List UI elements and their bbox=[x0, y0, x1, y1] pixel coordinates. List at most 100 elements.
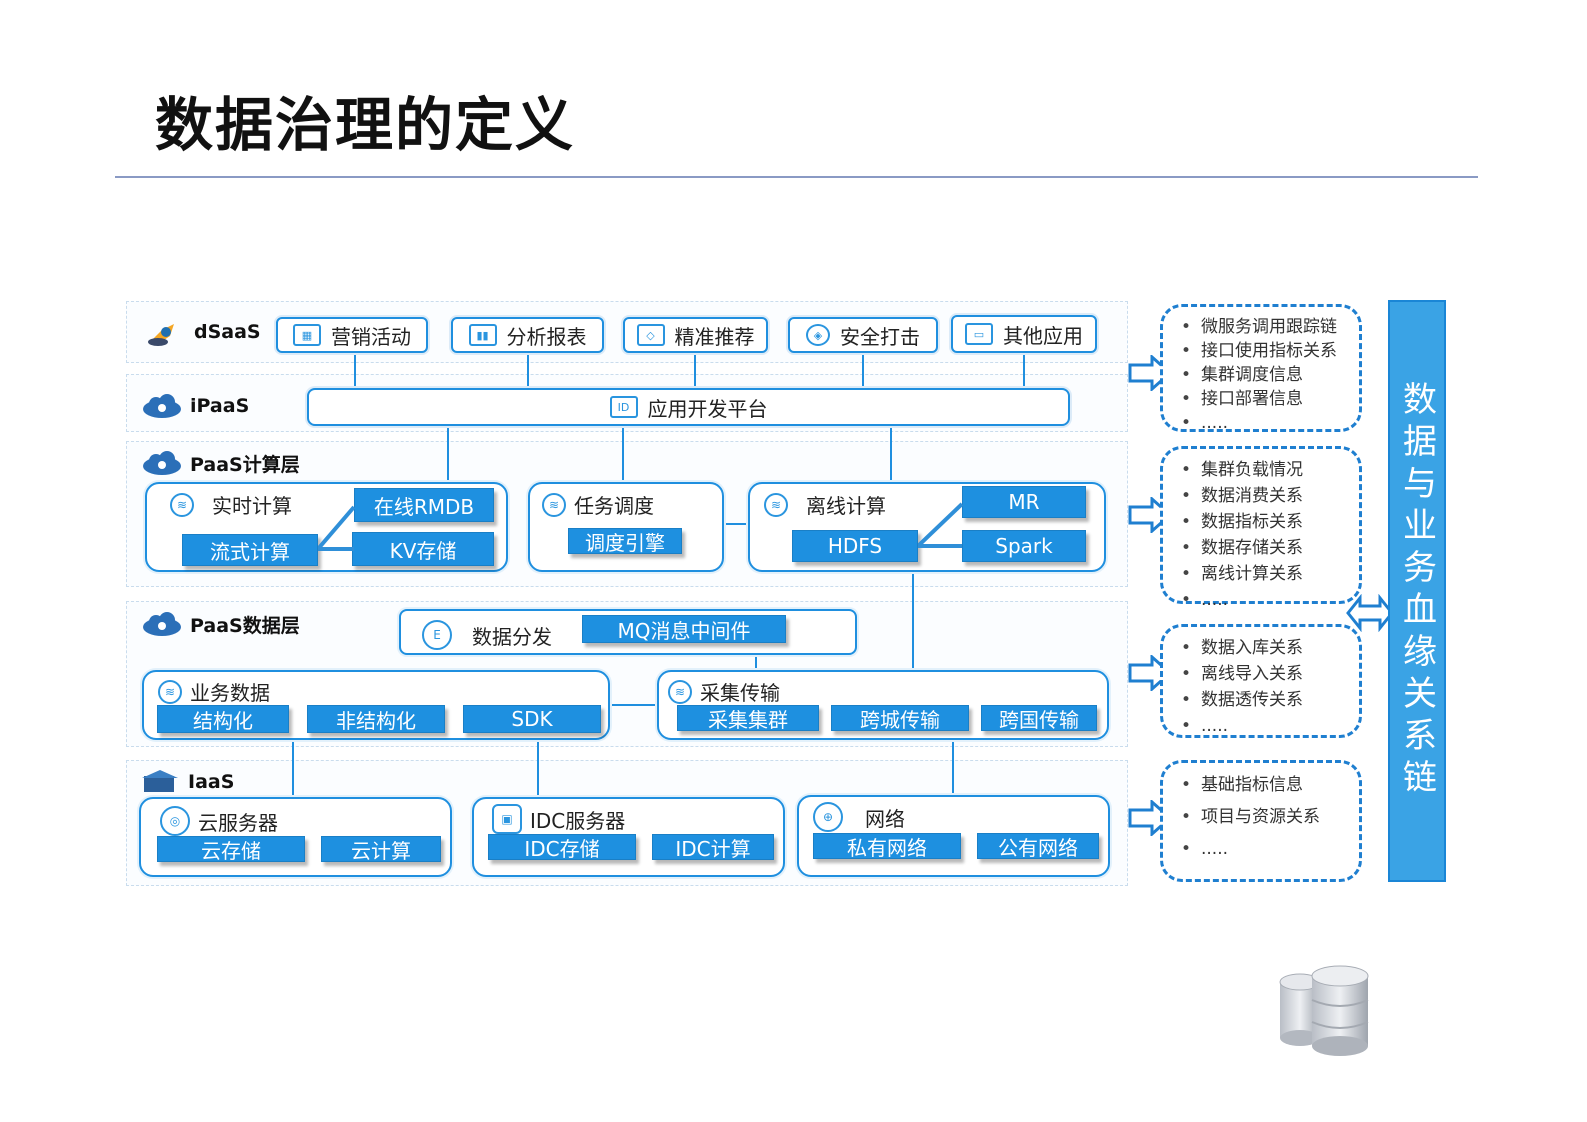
info-item: 接口使用指标关系 bbox=[1181, 339, 1349, 363]
chip-cross-country[interactable]: 跨国传输 bbox=[981, 705, 1097, 732]
platform-label: 应用开发平台 bbox=[647, 396, 768, 421]
app-other[interactable]: ▭ 其他应用 bbox=[951, 315, 1097, 353]
layer-paas-compute-text: PaaS计算层 bbox=[190, 453, 300, 476]
layer-label-paas-data: PaaS数据层 bbox=[140, 610, 300, 638]
chip-schedule-engine[interactable]: 调度引擎 bbox=[568, 528, 682, 555]
chip-mr[interactable]: MR bbox=[962, 486, 1086, 518]
target-icon: ◇ bbox=[636, 324, 665, 346]
chip-private-network[interactable]: 私有网络 bbox=[813, 833, 961, 860]
chip-hdfs[interactable]: HDFS bbox=[792, 530, 918, 562]
info-box-2: 集群负载情况 数据消费关系 数据指标关系 数据存储关系 离线计算关系 ..... bbox=[1160, 446, 1362, 613]
link-lines bbox=[918, 502, 964, 548]
connector-line bbox=[862, 352, 864, 388]
chip-stream-compute[interactable]: 流式计算 bbox=[182, 534, 318, 566]
store-icon: ▦ bbox=[293, 324, 321, 346]
monitor-icon: ▭ bbox=[965, 323, 993, 345]
connector-line bbox=[694, 352, 696, 388]
connector-line bbox=[1023, 352, 1025, 388]
app-marketing[interactable]: ▦ 营销活动 bbox=[276, 317, 428, 353]
chip-public-network[interactable]: 公有网络 bbox=[977, 833, 1099, 860]
layer-iaas-text: IaaS bbox=[188, 771, 235, 793]
layers-icon: ≋ bbox=[668, 679, 692, 704]
realtime-title: ≋ 实时计算 bbox=[170, 490, 292, 519]
chip-spark[interactable]: Spark bbox=[962, 530, 1086, 562]
schedule-title: ≋ 任务调度 bbox=[542, 490, 654, 519]
layer-ipaas-text: iPaaS bbox=[190, 395, 250, 417]
layers-icon: ≋ bbox=[158, 679, 182, 704]
info-box-4: 基础指标信息 项目与资源关系 ..... bbox=[1160, 760, 1362, 882]
info-item: ..... bbox=[1181, 713, 1349, 739]
app-label: 分析报表 bbox=[506, 324, 587, 349]
info-item: 基础指标信息 bbox=[1181, 769, 1349, 801]
info-item: 接口部署信息 bbox=[1181, 387, 1349, 411]
connector-line bbox=[292, 738, 294, 798]
connector-line bbox=[537, 738, 539, 796]
info-box-3: 数据入库关系 离线导入关系 数据透传关系 ..... bbox=[1160, 624, 1362, 739]
layer-label-paas-compute: PaaS计算层 bbox=[140, 449, 300, 477]
distribute-title: E 数据分发 bbox=[422, 620, 552, 650]
chip-unstructured[interactable]: 非结构化 bbox=[307, 705, 445, 733]
chip-icon: ▣ bbox=[492, 804, 522, 834]
server-rack-icon bbox=[142, 770, 178, 792]
layer-label-ipaas: iPaaS bbox=[140, 392, 249, 420]
info-box-1: 微服务调用跟踪链 接口使用指标关系 集群调度信息 接口部署信息 ..... bbox=[1160, 304, 1362, 435]
cloud-icon bbox=[143, 394, 181, 418]
app-security[interactable]: ◈ 安全打击 bbox=[788, 317, 938, 353]
chip-collect-cluster[interactable]: 采集集群 bbox=[677, 705, 819, 732]
app-recommend[interactable]: ◇ 精准推荐 bbox=[623, 317, 768, 353]
page-title: 数据治理的定义 bbox=[155, 91, 576, 159]
bar-chart-icon: ▮▮ bbox=[468, 324, 497, 346]
info-item: 集群调度信息 bbox=[1181, 363, 1349, 387]
group-title-text: 任务调度 bbox=[574, 494, 654, 518]
collect-title: ≋ 采集传输 bbox=[668, 677, 780, 706]
connector-line bbox=[755, 654, 757, 670]
info-item: ..... bbox=[1181, 411, 1349, 435]
group-title-text: 网络 bbox=[865, 806, 905, 831]
cloud-icon bbox=[143, 612, 181, 636]
connector-line bbox=[724, 523, 748, 525]
chip-sdk[interactable]: SDK bbox=[463, 705, 601, 733]
chip-cloud-compute[interactable]: 云计算 bbox=[321, 836, 441, 863]
group-title-text: 数据分发 bbox=[472, 624, 552, 649]
network-title: ⊕ 网络 bbox=[813, 802, 905, 832]
connector-line bbox=[952, 738, 954, 796]
link-lines bbox=[318, 505, 356, 551]
group-title-text: 云服务器 bbox=[198, 810, 278, 835]
chip-cloud-storage[interactable]: 云存储 bbox=[157, 836, 305, 863]
chip-online-rmdb[interactable]: 在线RMDB bbox=[354, 488, 494, 522]
info-item: 数据消费关系 bbox=[1181, 483, 1349, 509]
info-item: ..... bbox=[1181, 587, 1349, 613]
group-title-text: 离线计算 bbox=[806, 494, 886, 518]
connector-line bbox=[890, 426, 892, 482]
id-card-icon: ID bbox=[609, 396, 638, 418]
info-item: 数据指标关系 bbox=[1181, 509, 1349, 535]
box-icon: ◎ bbox=[160, 806, 190, 836]
chip-cross-city[interactable]: 跨城传输 bbox=[831, 705, 969, 732]
info-item: 数据入库关系 bbox=[1181, 635, 1349, 661]
arrow-double-icon bbox=[1346, 594, 1394, 632]
connector-line bbox=[447, 426, 449, 482]
app-reports[interactable]: ▮▮ 分析报表 bbox=[451, 317, 604, 353]
chip-structured[interactable]: 结构化 bbox=[157, 705, 289, 733]
chip-kv-storage[interactable]: KV存储 bbox=[352, 532, 494, 566]
info-item: 数据透传关系 bbox=[1181, 687, 1349, 713]
layer-label-dsaas: dSaaS bbox=[144, 318, 261, 346]
connector-line bbox=[622, 426, 624, 482]
layer-dsaas-text: dSaaS bbox=[194, 321, 261, 343]
connector-line bbox=[527, 352, 529, 388]
idc-title: ▣ IDC服务器 bbox=[492, 804, 625, 834]
database-icon bbox=[1279, 965, 1369, 1056]
cloud-server-title: ◎ 云服务器 bbox=[160, 806, 278, 836]
business-title: ≋ 业务数据 bbox=[158, 677, 270, 706]
info-item: 离线导入关系 bbox=[1181, 661, 1349, 687]
offline-title: ≋ 离线计算 bbox=[764, 490, 886, 519]
chip-idc-compute[interactable]: IDC计算 bbox=[652, 834, 774, 861]
layers-icon: ≋ bbox=[764, 492, 788, 517]
info-item: ..... bbox=[1181, 833, 1349, 865]
connector-line bbox=[610, 704, 658, 706]
chip-idc-storage[interactable]: IDC存储 bbox=[488, 834, 636, 861]
connector-line bbox=[354, 352, 356, 388]
app-dev-platform[interactable]: ID 应用开发平台 bbox=[307, 388, 1070, 426]
chip-mq[interactable]: MQ消息中间件 bbox=[582, 615, 786, 643]
app-label: 营销活动 bbox=[331, 324, 411, 349]
